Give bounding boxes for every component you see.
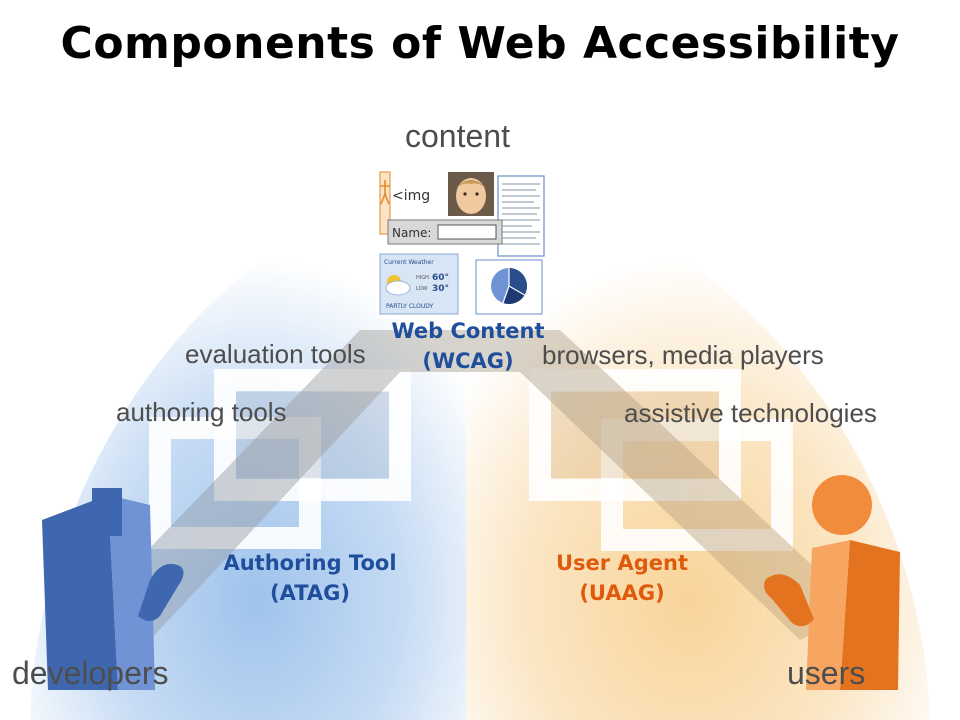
weather-cloud-icon bbox=[385, 275, 411, 296]
svg-text:LOW: LOW bbox=[416, 286, 428, 292]
browsers-label: browsers, media players bbox=[542, 340, 824, 370]
svg-text:HIGH: HIGH bbox=[416, 275, 429, 281]
name-input bbox=[437, 224, 497, 240]
uaag-title: User Agent bbox=[556, 551, 688, 575]
web-content-thumbnail: <img Name: Current Weather HIGH LOW 60° … bbox=[376, 168, 548, 318]
wcag-label: Web Content (WCAG) bbox=[358, 316, 578, 376]
svg-text:30°: 30° bbox=[432, 284, 449, 294]
weather-title-text: Current Weather bbox=[384, 259, 434, 266]
img-tag-text: <img bbox=[392, 188, 430, 204]
atag-acronym: (ATAG) bbox=[269, 581, 350, 605]
users-label: users bbox=[787, 655, 866, 691]
developer-figure-icon bbox=[42, 488, 184, 690]
developers-label: developers bbox=[12, 655, 169, 691]
authoring-tools-label: authoring tools bbox=[116, 397, 287, 427]
svg-text:60°: 60° bbox=[432, 273, 449, 283]
evaluation-tools-label: evaluation tools bbox=[185, 339, 366, 369]
figure-icon bbox=[380, 180, 390, 205]
content-label: content bbox=[405, 118, 510, 154]
svg-text:PARTLY CLOUDY: PARTLY CLOUDY bbox=[386, 303, 434, 310]
page-title: Components of Web Accessibility bbox=[60, 18, 900, 69]
uaag-label: User Agent (UAAG) bbox=[517, 548, 727, 608]
uaag-acronym: (UAAG) bbox=[579, 581, 665, 605]
atag-label: Authoring Tool (ATAG) bbox=[195, 548, 425, 608]
user-figure-icon bbox=[764, 475, 900, 690]
atag-title: Authoring Tool bbox=[223, 551, 397, 575]
wcag-acronym: (WCAG) bbox=[422, 349, 514, 373]
assistive-technologies-label: assistive technologies bbox=[624, 398, 877, 428]
wcag-title: Web Content bbox=[391, 319, 545, 343]
name-label-text: Name: bbox=[392, 226, 431, 240]
pie-chart-icon bbox=[491, 268, 528, 305]
